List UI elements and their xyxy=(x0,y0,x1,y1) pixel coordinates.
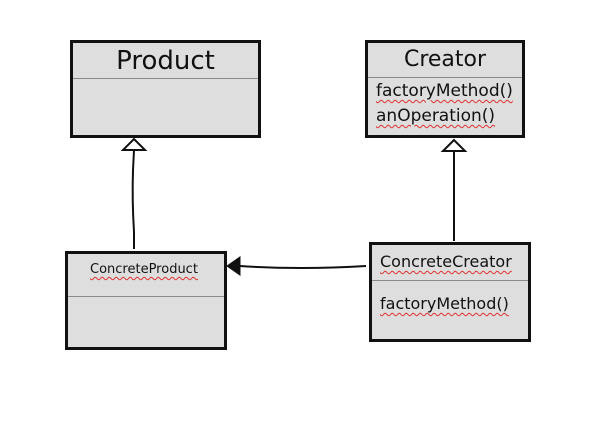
class-name-product: Product xyxy=(116,46,215,76)
class-divider xyxy=(372,280,528,281)
hollow-arrowhead-product xyxy=(120,137,148,151)
class-name-concrete-creator: ConcreteCreator xyxy=(380,252,512,271)
class-divider xyxy=(68,296,224,297)
generalization-line-concrete-product-to-product xyxy=(131,149,135,249)
filled-arrowhead-concrete-product xyxy=(226,256,241,276)
class-box-product[interactable]: Product xyxy=(70,40,261,138)
class-divider xyxy=(73,78,258,79)
hollow-arrowhead-creator xyxy=(440,138,468,152)
operation-an-operation: anOperation() xyxy=(376,106,496,126)
class-name-creator: Creator xyxy=(403,47,487,72)
class-box-creator[interactable]: Creator factoryMethod() anOperation() xyxy=(365,40,525,138)
class-box-concrete-product[interactable]: ConcreteProduct xyxy=(65,251,227,350)
class-divider xyxy=(368,77,522,78)
operation-factory-method: factoryMethod() xyxy=(376,81,513,101)
operation-factory-method: factoryMethod() xyxy=(380,294,509,313)
class-box-concrete-creator[interactable]: ConcreteCreator factoryMethod() xyxy=(369,242,531,342)
class-name-concrete-product: ConcreteProduct xyxy=(90,262,198,277)
association-line-concrete-creator-to-concrete-product xyxy=(239,265,367,269)
